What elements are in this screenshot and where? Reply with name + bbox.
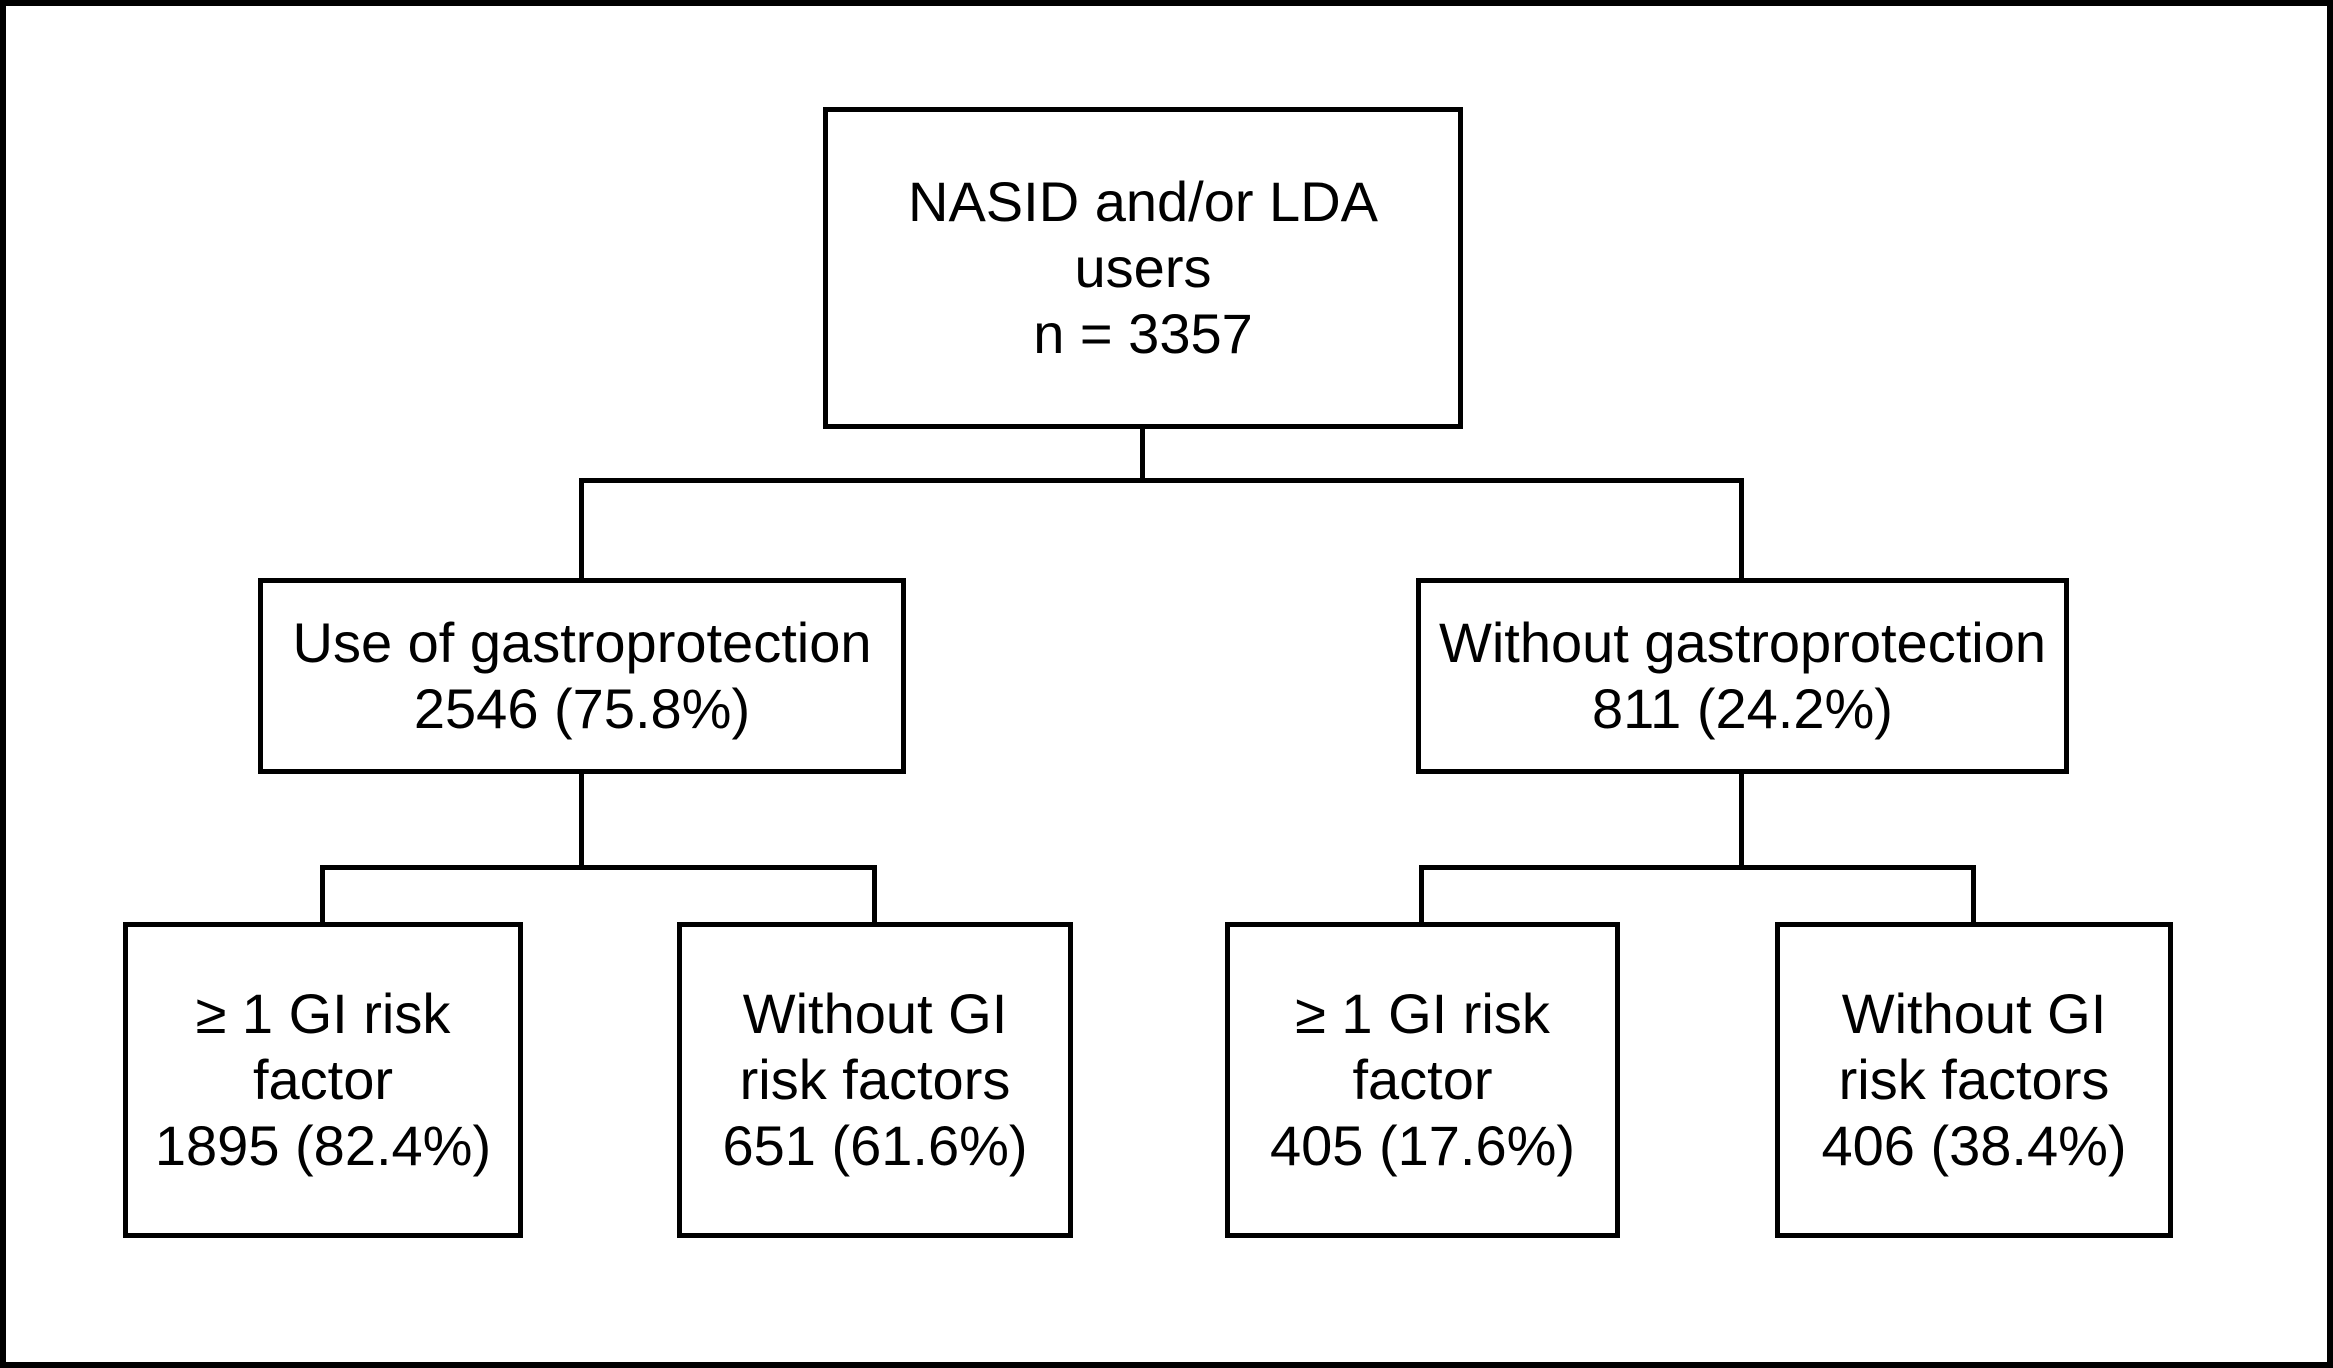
connector-without-gastroprotection-rail [1419, 865, 1976, 870]
node-without-gastroprotection: Without gastroprotection 811 (24.2%) [1416, 578, 2069, 774]
node-line: factor [252, 1048, 394, 1111]
connector-level1-rail [579, 478, 1744, 483]
node-line: Without GI [1841, 982, 2107, 1045]
connector-drop-gastroprotection [579, 478, 584, 578]
connector-gastroprotection-stem [579, 774, 584, 870]
node-line: users [1074, 236, 1212, 299]
connector-drop-nogp-no-gi-risk [1971, 865, 1976, 922]
node-gp-ge1-gi-risk-factor: ≥ 1 GI risk factor 1895 (82.4%) [123, 922, 523, 1238]
connector-root-stem [1140, 429, 1145, 483]
node-line: 1895 (82.4%) [154, 1114, 492, 1177]
node-line: risk factors [739, 1048, 1011, 1111]
node-line: 651 (61.6%) [722, 1114, 1028, 1177]
node-line: Without GI [742, 982, 1008, 1045]
connector-drop-nogp-gi-risk [1419, 865, 1424, 922]
node-gp-without-gi-risk-factors: Without GI risk factors 651 (61.6%) [677, 922, 1073, 1238]
node-line: Use of gastroprotection [292, 611, 872, 674]
connector-drop-gp-gi-risk [320, 865, 325, 922]
connector-drop-without-gastroprotection [1739, 478, 1744, 578]
node-line: 2546 (75.8%) [413, 677, 751, 740]
node-nogp-without-gi-risk-factors: Without GI risk factors 406 (38.4%) [1775, 922, 2173, 1238]
connector-gastroprotection-rail [320, 865, 877, 870]
node-nogp-ge1-gi-risk-factor: ≥ 1 GI risk factor 405 (17.6%) [1225, 922, 1620, 1238]
node-line: risk factors [1838, 1048, 2110, 1111]
node-use-of-gastroprotection: Use of gastroprotection 2546 (75.8%) [258, 578, 906, 774]
node-line: ≥ 1 GI risk [195, 982, 451, 1045]
node-line: Without gastroprotection [1439, 611, 2046, 674]
connector-without-gastroprotection-stem [1739, 774, 1744, 870]
node-line: factor [1352, 1048, 1493, 1111]
node-line: ≥ 1 GI risk [1295, 982, 1550, 1045]
node-line: NASID and/or LDA [908, 170, 1378, 233]
node-line: n = 3357 [1033, 302, 1253, 365]
node-nasid-lda-users: NASID and/or LDA users n = 3357 [823, 107, 1463, 429]
connector-drop-gp-no-gi-risk [872, 865, 877, 922]
node-line: 405 (17.6%) [1269, 1114, 1576, 1177]
node-line: 406 (38.4%) [1821, 1114, 2127, 1177]
node-line: 811 (24.2%) [1592, 677, 1893, 740]
